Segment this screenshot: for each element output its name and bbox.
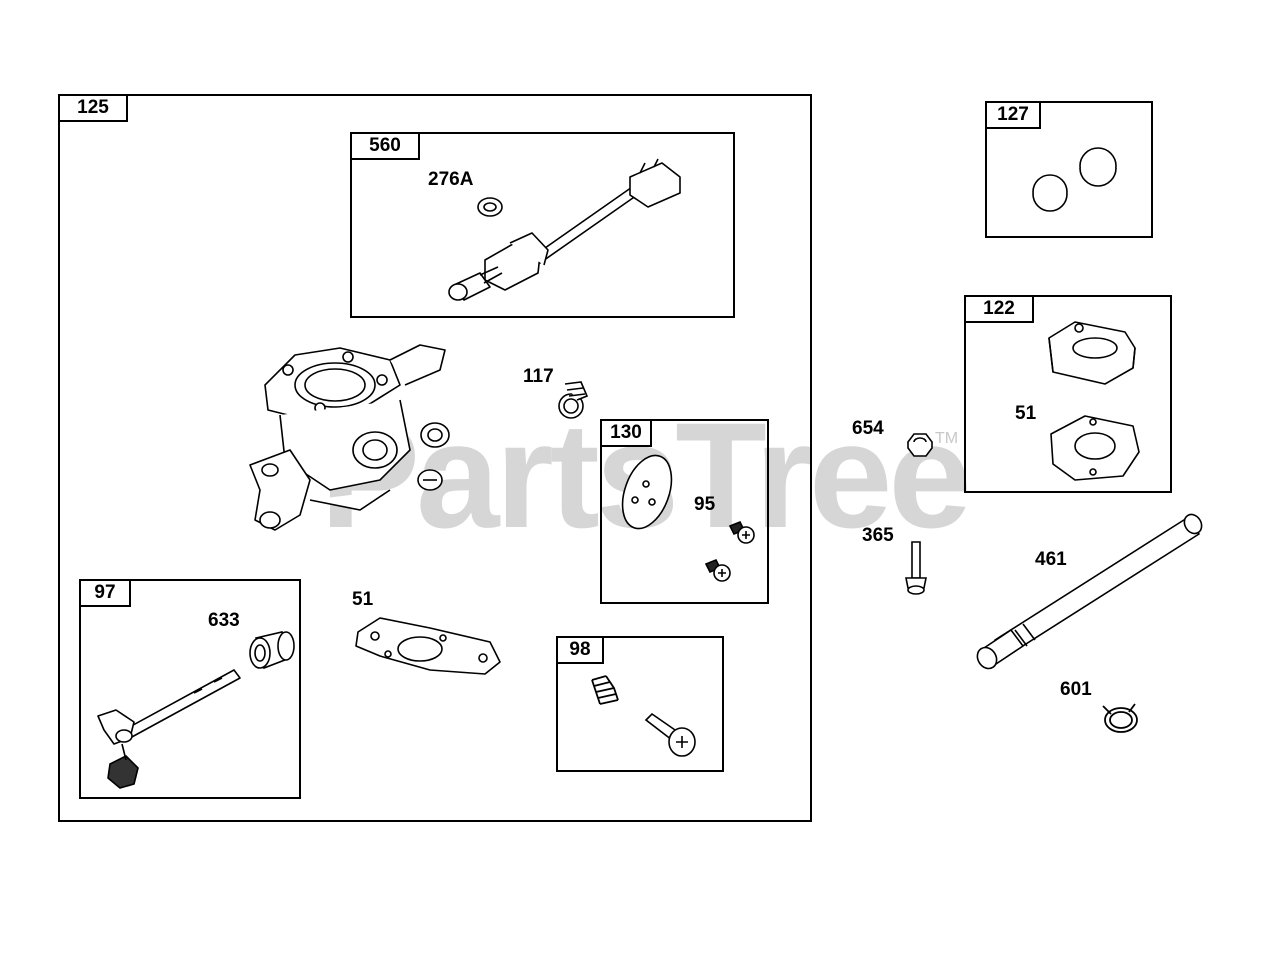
screw-95-b [704,558,731,582]
gasket-51-upper-part [1050,415,1140,481]
grommet-part [558,381,589,419]
label-601: 601 [1060,679,1092,700]
screw-95-a [728,520,755,544]
bolt-365-part [905,541,927,595]
label-51-spacer: 51 [1015,403,1037,424]
group-130-box: 130 [600,419,769,604]
watermark-tm: TM [935,430,959,447]
gasket-51-part [355,617,501,675]
idle-screw-98-part [644,712,696,757]
welch-plugs-part [1032,147,1117,212]
group-125-label: 125 [58,94,128,122]
carburetor-body-part [249,344,450,531]
group-130-label: 130 [600,419,652,447]
group-560-box: 560 [350,132,735,318]
washer-633-part [249,631,295,670]
group-560-label: 560 [350,132,420,160]
hose-clamp-601-part [1102,703,1138,733]
label-633: 633 [208,610,240,631]
intake-spacer-part [1048,321,1136,385]
group-97-label: 97 [79,579,131,607]
group-122-box: 122 [964,295,1172,493]
group-98-box: 98 [556,636,724,772]
throttle-plate-part [621,454,673,530]
nut-654-part [907,433,933,457]
label-654: 654 [852,418,884,439]
label-461: 461 [1035,549,1067,570]
group-127-label: 127 [985,101,1041,129]
group-97-box: 97 [79,579,301,799]
fuel-tube-461-part [976,513,1203,670]
label-51-gasket: 51 [352,589,374,610]
label-276a: 276A [428,169,474,190]
choke-shaft-part [97,669,241,789]
label-95: 95 [694,494,716,515]
group-127-box: 127 [985,101,1153,238]
label-117: 117 [523,366,554,387]
spring-98-part [591,675,619,705]
group-98-label: 98 [556,636,604,664]
solenoid-part [448,158,681,301]
label-365: 365 [862,525,894,546]
group-125-box: 125 [58,94,812,822]
group-122-label: 122 [964,295,1034,323]
